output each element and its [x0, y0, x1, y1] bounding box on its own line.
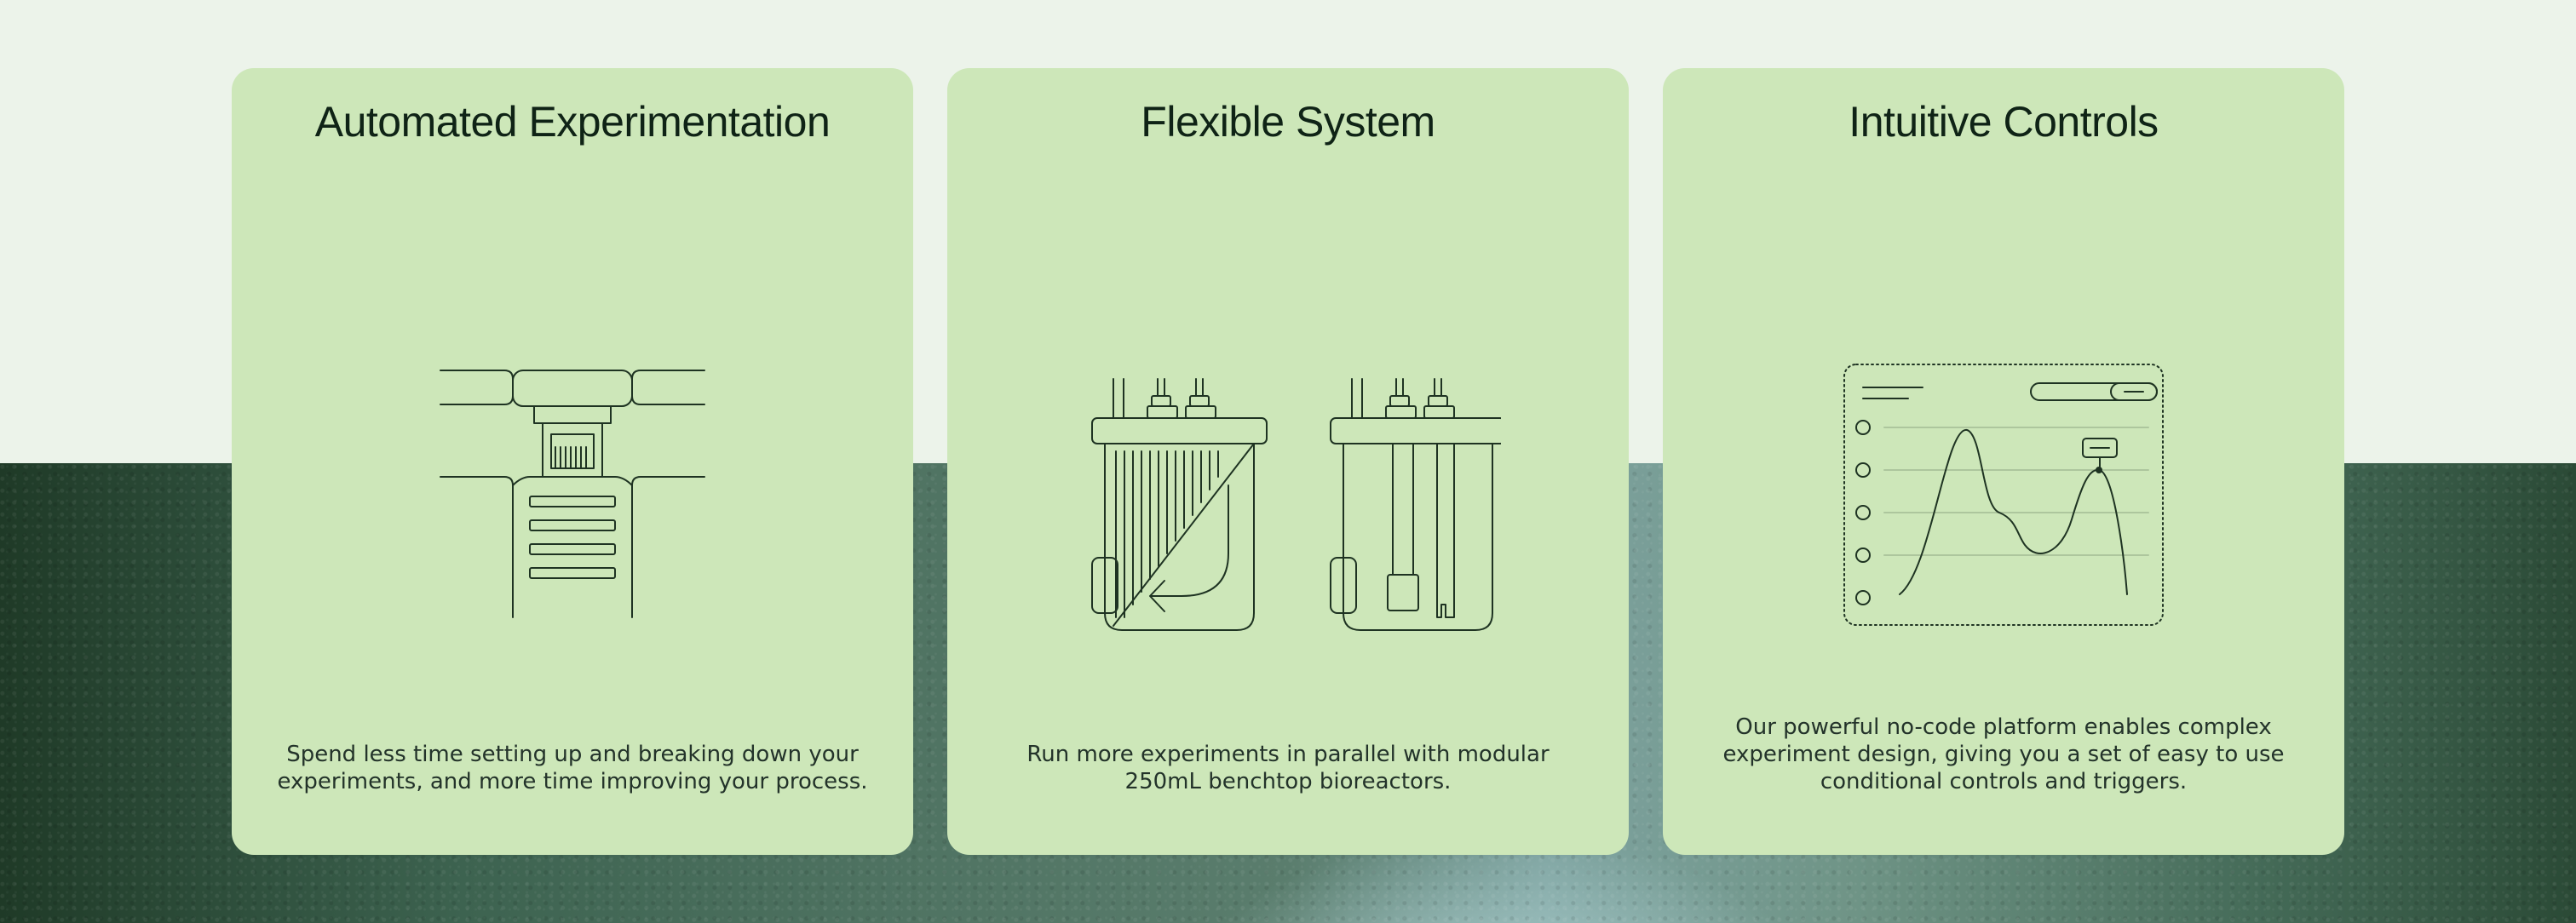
feature-card-intuitive-controls: Intuitive Controls Our power: [1663, 68, 2344, 855]
card-description: Run more experiments in parallel with mo…: [1026, 742, 1550, 794]
pipette-manifold-icon: [359, 281, 785, 639]
feature-card-automated-experimentation: Automated Experimentation: [232, 68, 913, 855]
control-dashboard-icon: [1791, 281, 2217, 639]
modular-bioreactors-icon: [1075, 281, 1501, 639]
card-title: Flexible System: [1141, 98, 1435, 146]
card-title: Automated Experimentation: [314, 98, 831, 146]
card-description: Our powerful no-code platform enables co…: [1722, 714, 2285, 794]
feature-card-flexible-system: Flexible System: [947, 68, 1629, 855]
card-description: Spend less time setting up and breaking …: [277, 742, 868, 794]
feature-cards: Automated Experimentation: [232, 68, 2344, 855]
card-title: Intuitive Controls: [1849, 98, 2159, 146]
